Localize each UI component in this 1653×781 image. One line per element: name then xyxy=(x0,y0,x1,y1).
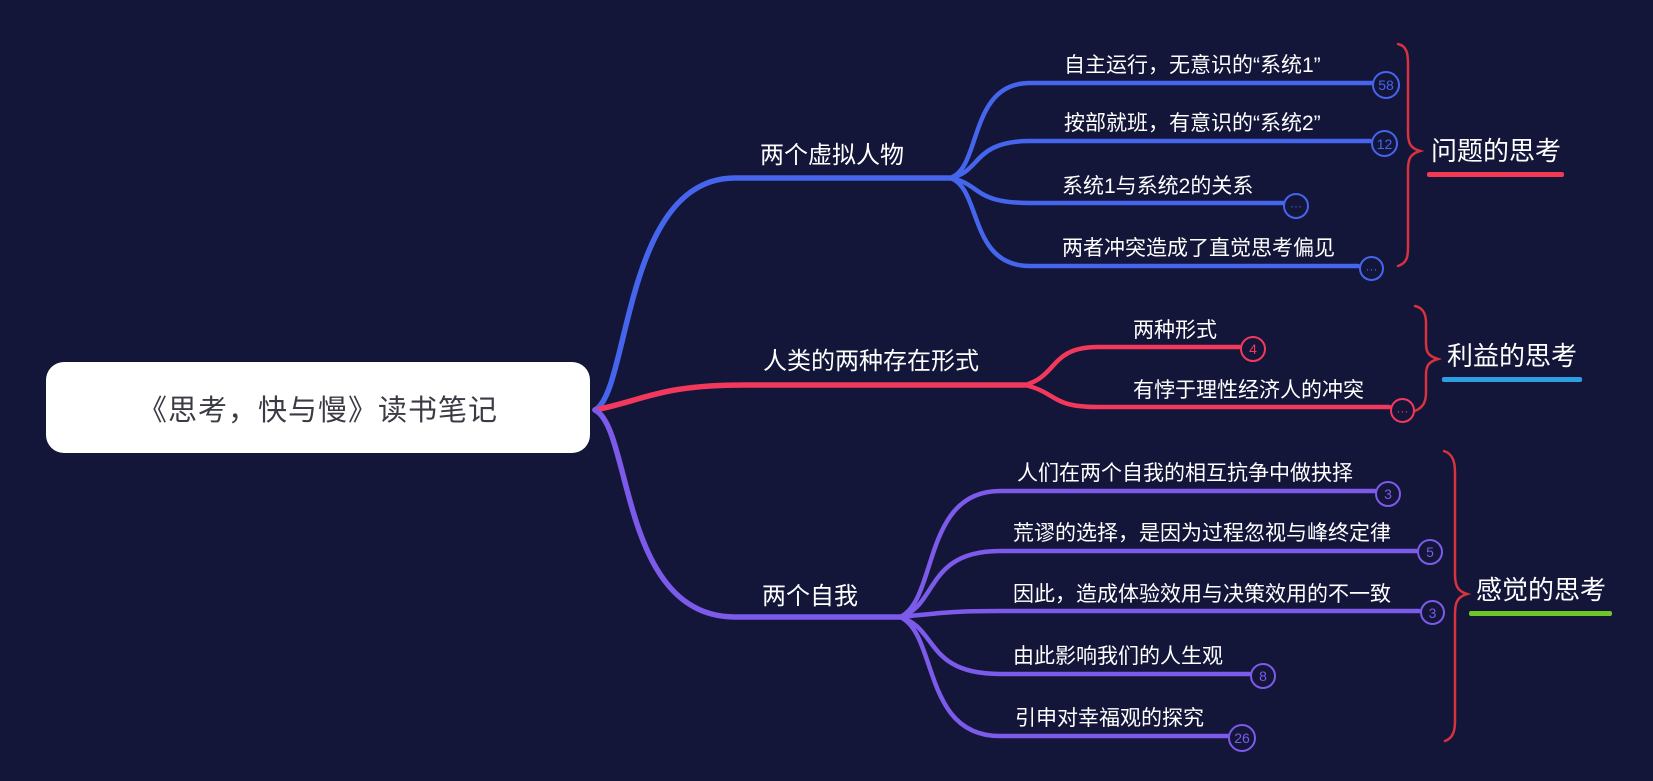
child-node-life-view[interactable]: 由此影响我们的人生观 xyxy=(1013,645,1223,668)
summary-underline-cyan xyxy=(1442,377,1582,382)
summary-node-feeling-thinking[interactable]: 感觉的思考 xyxy=(1476,575,1607,605)
summary-underline-red xyxy=(1427,172,1564,177)
branch-line-purple-child-2 xyxy=(897,548,1420,620)
count-badge[interactable]: 4 xyxy=(1240,336,1266,362)
branch-line-red-child-2 xyxy=(1022,382,1392,410)
child-node-conflict-bias[interactable]: 两者冲突造成了直觉思考偏见 xyxy=(1062,237,1335,260)
summary-node-interest-thinking[interactable]: 利益的思考 xyxy=(1447,341,1578,371)
branch-line-red-child-1 xyxy=(1022,344,1243,388)
count-badge[interactable]: 5 xyxy=(1417,539,1443,565)
summary-brace-bottom xyxy=(1442,449,1472,743)
summary-node-problem-thinking[interactable]: 问题的思考 xyxy=(1431,136,1562,166)
count-badge[interactable]: 3 xyxy=(1375,481,1401,507)
summary-brace-middle xyxy=(1413,304,1443,413)
child-node-two-forms[interactable]: 两种形式 xyxy=(1133,319,1217,342)
child-node-two-selves-struggle[interactable]: 人们在两个自我的相互抗争中做抉择 xyxy=(1017,462,1353,485)
child-node-system-relationship[interactable]: 系统1与系统2的关系 xyxy=(1062,175,1254,198)
count-badge[interactable]: 3 xyxy=(1420,600,1445,625)
child-node-system1[interactable]: 自主运行，无意识的“系统1” xyxy=(1064,54,1321,77)
branch-line-purple-child-5 xyxy=(897,614,1231,739)
child-node-happiness-exploration[interactable]: 引申对幸福观的探究 xyxy=(1015,707,1204,730)
ellipsis-badge[interactable]: ··· xyxy=(1390,398,1415,423)
summary-underline-green xyxy=(1469,611,1612,616)
child-node-utility-mismatch[interactable]: 因此，造成体验效用与决策效用的不一致 xyxy=(1013,583,1391,606)
branch-line-blue-child-3 xyxy=(947,175,1286,206)
ellipsis-badge[interactable]: ··· xyxy=(1283,193,1309,219)
branch-line-blue-main xyxy=(592,175,953,413)
count-badge[interactable]: 8 xyxy=(1250,663,1276,689)
child-node-absurd-choice[interactable]: 荒谬的选择，是因为过程忽视与峰终定律 xyxy=(1013,522,1391,545)
branch-line-red-main xyxy=(592,382,1028,413)
branch-line-blue-child-4 xyxy=(947,175,1361,269)
child-node-rational-economic-conflict[interactable]: 有悖于理性经济人的冲突 xyxy=(1133,379,1364,402)
count-badge[interactable]: 58 xyxy=(1372,71,1400,99)
branch-line-purple-main xyxy=(592,407,903,620)
branch-line-purple-child-3 xyxy=(897,608,1422,620)
branch-node-two-selves[interactable]: 两个自我 xyxy=(762,583,858,610)
count-badge[interactable]: 26 xyxy=(1228,724,1256,752)
child-node-system2[interactable]: 按部就班，有意识的“系统2” xyxy=(1064,112,1321,135)
root-title: 《思考，快与慢》读书笔记 xyxy=(137,394,498,427)
branch-line-blue-child-1 xyxy=(947,80,1375,181)
branch-line-blue-child-2 xyxy=(947,138,1373,181)
summary-brace-top xyxy=(1396,42,1425,268)
branch-line-purple-child-4 xyxy=(897,614,1253,677)
branch-line-purple-child-1 xyxy=(897,488,1378,620)
root-node[interactable]: 《思考，快与慢》读书笔记 xyxy=(46,362,590,453)
ellipsis-badge[interactable]: ··· xyxy=(1359,256,1384,281)
count-badge[interactable]: 12 xyxy=(1371,130,1398,157)
branch-node-two-virtual-characters[interactable]: 两个虚拟人物 xyxy=(760,142,904,169)
branch-node-two-forms-of-existence[interactable]: 人类的两种存在形式 xyxy=(763,348,979,375)
